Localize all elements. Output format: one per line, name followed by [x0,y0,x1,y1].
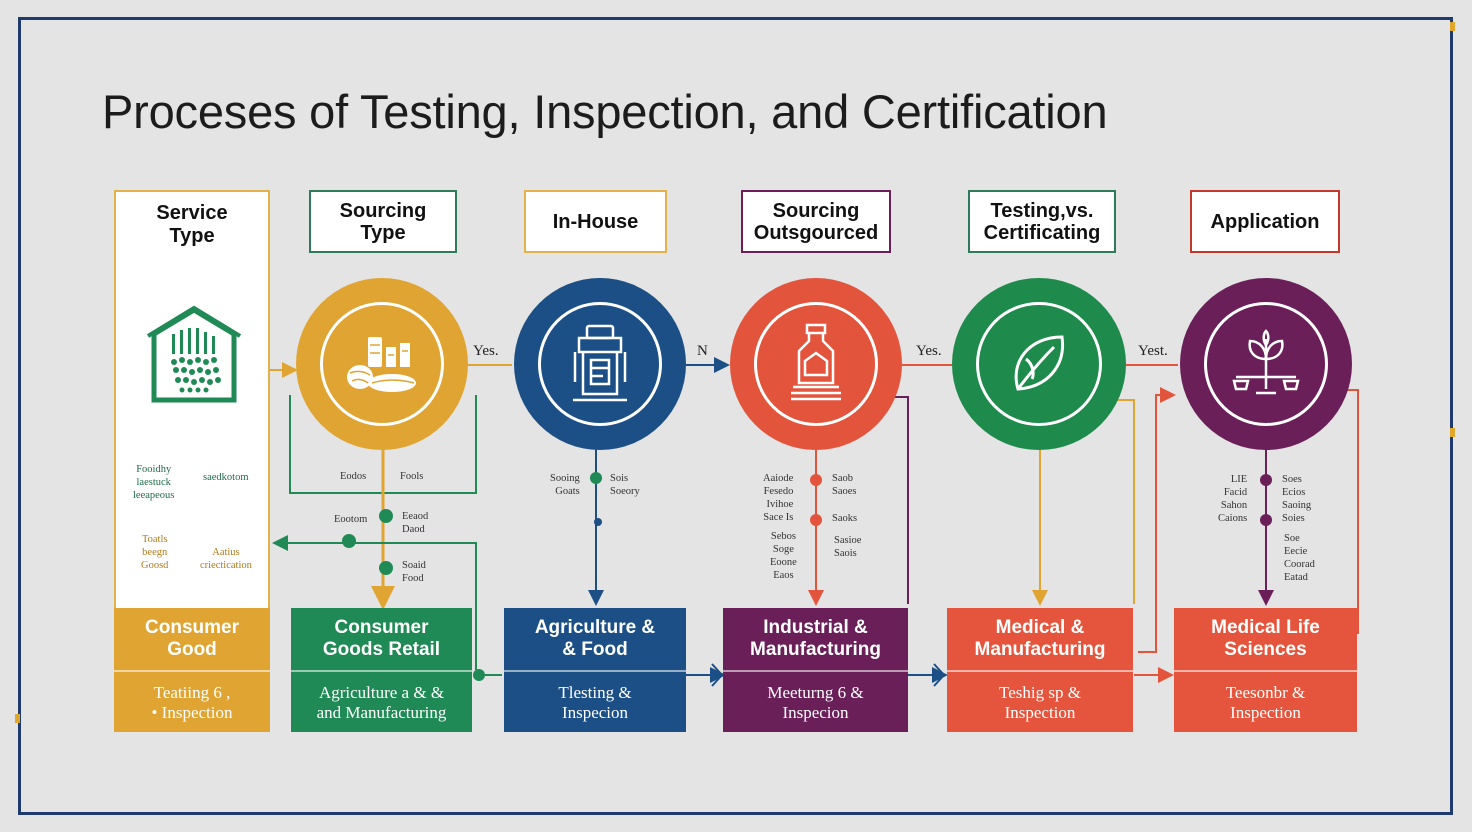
note: Toatls beegn Goosd [141,534,169,571]
frame-corner-mark [1450,22,1455,31]
note: LIE Facid Sahon Caions [1218,474,1248,524]
category-subtitle: Teatiing 6 , • Inspection [151,683,233,722]
page-title: Proceses of Testing, Inspection, and Cer… [102,85,1108,138]
category-subtitle: Agriculture a & & and Manufacturing [316,683,447,722]
lab-device-icon [572,324,627,402]
food-products-icon [346,336,416,392]
category-box-medical-manufacturing: Medical & Manufacturing Teshig sp & Insp… [947,608,1133,732]
note: Sebos Soge Eoone Eaos [770,531,797,581]
category-subtitle: Teshig sp & Inspection [999,683,1081,722]
stage-circle-purple [1180,278,1352,450]
note: Fooidhy laestuck leeapeous [133,464,175,501]
stage-circle-blue [514,278,686,450]
category-title: Agriculture & & Food [504,608,686,672]
note: Eeaod Daod [402,511,429,535]
note: Aatius criectication [200,547,252,571]
leaf-icon [1014,335,1065,391]
connector-label-no: N [697,343,708,359]
warehouse-icon [146,305,242,403]
plant-scale-icon [1232,329,1300,395]
stage-circle-red [730,278,902,450]
category-title: Medical Life Sciences [1174,608,1357,672]
header-application: Application [1190,190,1340,253]
category-subtitle: Teesonbr & Inspection [1225,683,1306,722]
note: Eootom [334,514,368,525]
header-sourcing-type: Sourcing Type [309,190,457,253]
note: Fools [400,471,424,482]
note: saedkotom [203,472,249,483]
service-type-column: Service Type [114,190,270,610]
stage-circle-green [952,278,1126,450]
note: Sooing Goats [550,473,580,497]
note: Soaid Food [402,560,426,584]
category-title: Industrial & Manufacturing [723,608,908,672]
note: Aaiode Fesedo Ivihoe Sace Is [763,473,794,523]
header-sourcing-outsourced: Sourcing Outsgourced [741,190,891,253]
category-box-consumer-goods-retail: Consumer Goods Retail Agriculture a & & … [291,608,472,732]
category-box-medical-life-sciences: Medical Life Sciences Teesonbr & Inspect… [1174,608,1357,732]
note: Soes Ecios Saoing Soies [1282,474,1312,524]
category-box-industrial-manufacturing: Industrial & Manufacturing Meeturng 6 & … [723,608,908,732]
connector-label-yes-2: Yes. [916,343,942,359]
note: Eodos [340,471,367,482]
category-title: Consumer Goods Retail [291,608,472,672]
connector-label-yes-1: Yes. [473,343,499,359]
frame-corner-mark [15,714,20,723]
service-type-label: Service Type [156,202,228,247]
note: Sois Soeory [610,473,640,497]
header-testing-vs-certificating: Testing,vs. Certificating [968,190,1116,253]
category-box-agriculture-food: Agriculture & & Food Tlesting & Inspecio… [504,608,686,732]
note: Saoks [832,513,858,524]
note: Soe Eecie Coorad Eatad [1284,533,1315,583]
note: Sasioe Saois [834,535,862,559]
note: Saob Saoes [832,473,857,497]
stage-circle-gold [296,278,468,450]
category-subtitle: Meeturng 6 & Inspecion [767,683,864,722]
category-box-consumer-good: Consumer Good Teatiing 6 , • Inspection [114,608,270,732]
category-title: Consumer Good [114,608,270,672]
category-title: Medical & Manufacturing [947,608,1133,672]
bottle-icon [790,323,841,401]
header-in-house: In-House [524,190,667,253]
connector-label-yes-3: Yest. [1138,343,1168,359]
category-subtitle: Tlesting & Inspecion [558,683,632,722]
frame-corner-mark [1450,428,1455,437]
